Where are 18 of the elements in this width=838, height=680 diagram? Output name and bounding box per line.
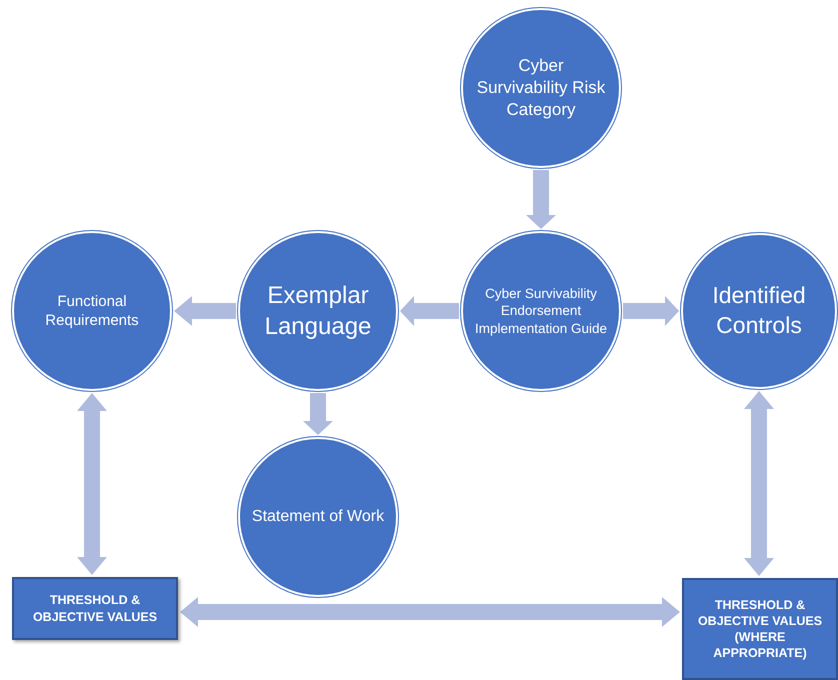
block-arrow bbox=[174, 296, 236, 326]
node-label: Statement of Work bbox=[250, 506, 386, 527]
node-label: Exemplar Language bbox=[264, 280, 372, 342]
block-arrow bbox=[623, 296, 679, 326]
node-label: Functional Requirements bbox=[44, 292, 140, 330]
block-arrow bbox=[303, 393, 333, 435]
value-box bbox=[682, 578, 838, 680]
block-arrow bbox=[744, 391, 774, 576]
node-label: Cyber Survivability Endorsement Implementation Guide bbox=[474, 284, 608, 338]
node-label: Cyber Survivability Risk Category bbox=[476, 54, 606, 122]
block-arrow bbox=[180, 597, 680, 627]
value-box bbox=[12, 577, 178, 640]
block-arrow bbox=[526, 170, 556, 229]
node-label: Identified Controls bbox=[711, 281, 807, 340]
block-arrow bbox=[400, 296, 459, 326]
block-arrow bbox=[77, 393, 107, 575]
node-label: THRESHOLD & OBJECTIVE VALUES bbox=[32, 592, 158, 625]
node-label: THRESHOLD & OBJECTIVE VALUES (WHERE APPROPRIATE) bbox=[696, 596, 824, 662]
